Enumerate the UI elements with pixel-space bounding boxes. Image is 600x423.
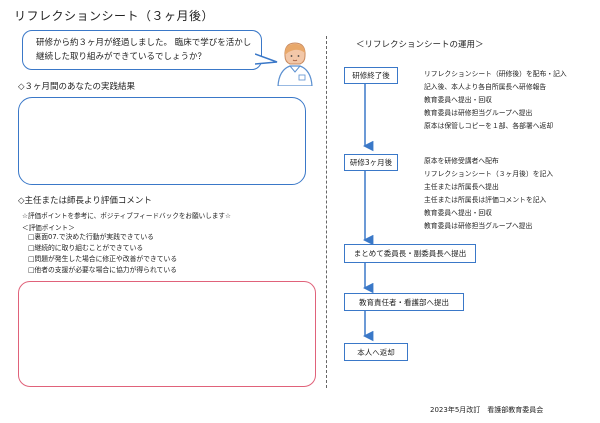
evaluation-point: □問題が発生した場合に修正や改善ができている xyxy=(28,255,178,263)
nurse-illustration xyxy=(277,42,313,86)
step-box-3-months: 研修3ヶ月後 xyxy=(344,154,398,171)
evaluation-point: □裏面07.で決めた行動が実践できている xyxy=(28,233,154,241)
footer-revision: 2023年5月改訂 看護部教育委員会 xyxy=(430,406,544,414)
step-desc-line: 教育委員は研修担当グループへ提出 xyxy=(424,109,533,117)
workflow-heading: ＜リフレクションシートの運用＞ xyxy=(356,40,484,50)
section1-heading: ◇３ヶ月間のあなたの実践結果 xyxy=(18,82,136,92)
evaluation-note: ☆評価ポイントを参考に、ポジティブフィードバックをお願いします☆ xyxy=(22,212,231,220)
step-desc-line: 教育委員へ提出・回収 xyxy=(424,96,492,104)
evaluation-points-list: □裏面07.で決めた行動が実践できている □継続的に取り組むことができている □… xyxy=(28,232,177,276)
evaluation-points-heading: ＜評価ポイント＞ xyxy=(22,224,75,232)
evaluation-comment-box[interactable] xyxy=(18,281,316,387)
bubble-text: 研修から約３ヶ月が経過しました。 臨床で学びを活かし 継続した取り組みができてい… xyxy=(36,36,251,64)
column-divider xyxy=(326,36,327,388)
speech-bubble xyxy=(22,30,262,70)
step-desc-line: 主任または所属長へ提出 xyxy=(424,183,499,191)
practice-results-box[interactable] xyxy=(18,97,306,185)
step-desc-after-training: リフレクションシート（研修後）を配布・記入 記入後、本人より各自所属長へ研修報告… xyxy=(424,68,567,133)
step-desc-line: 主任または所属長は評価コメントを記入 xyxy=(424,196,547,204)
bubble-line: 継続した取り組みができているでしょうか？ xyxy=(36,52,207,62)
step-desc-line: 教育委員へ提出・回収 xyxy=(424,209,492,217)
step-box-after-training: 研修終了後 xyxy=(344,67,398,84)
step-box-committee-chair: まとめて委員長・副委員長へ提出 xyxy=(344,244,476,263)
step-desc-3-months: 原本を研修受講者へ配布 リフレクションシート（３ヶ月後）を記入 主任または所属長… xyxy=(424,155,553,233)
step-desc-line: 教育委員は研修担当グループへ提出 xyxy=(424,222,533,230)
section2-heading: ◇主任または師長より評価コメント xyxy=(18,196,152,206)
page-title: リフレクションシート（３ヶ月後） xyxy=(14,9,215,23)
step-box-education-manager: 教育責任者・看護部へ提出 xyxy=(344,293,464,311)
step-desc-line: 原本は保管しコピーを１部、各部署へ返却 xyxy=(424,122,554,130)
step-box-return-to-person: 本人へ返却 xyxy=(344,343,408,361)
step-desc-line: リフレクションシート（研修後）を配布・記入 xyxy=(424,70,567,78)
evaluation-point: □他者の支援が必要な場合に協力が得られている xyxy=(28,266,177,274)
step-desc-line: 記入後、本人より各自所属長へ研修報告 xyxy=(424,83,547,91)
workflow-arrows xyxy=(362,84,374,342)
step-desc-line: リフレクションシート（３ヶ月後）を記入 xyxy=(424,170,554,178)
speech-bubble-tail xyxy=(255,53,278,65)
evaluation-point: □継続的に取り組むことができている xyxy=(28,244,144,252)
bubble-line: 研修から約３ヶ月が経過しました。 臨床で学びを活かし xyxy=(36,38,252,48)
step-desc-line: 原本を研修受講者へ配布 xyxy=(424,157,499,165)
